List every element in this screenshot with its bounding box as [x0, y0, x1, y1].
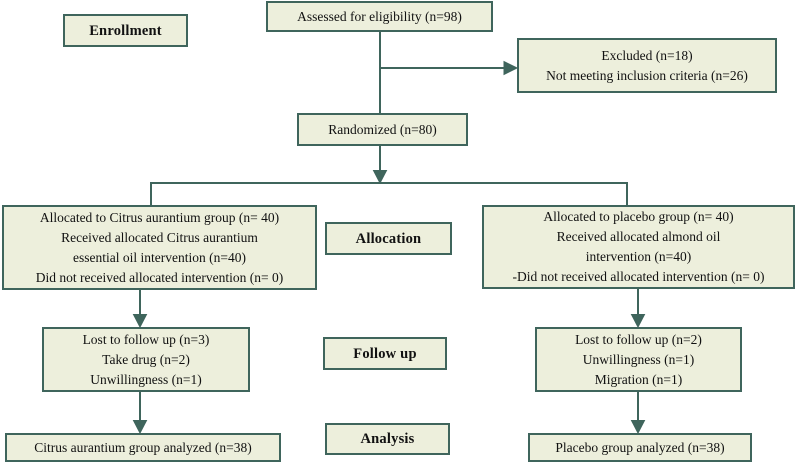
followup-stage-label: Follow up — [353, 345, 417, 362]
analysis-left-text: Citrus aurantium group analyzed (n=38) — [34, 439, 252, 455]
arrowhead-analysis-right — [630, 420, 646, 435]
followup-right-line: Migration (n=1) — [594, 371, 683, 387]
analysis-left-box: Citrus aurantium group analyzed (n=38) — [5, 433, 281, 462]
excluded-line: Not meeting inclusion criteria (n=26) — [546, 67, 748, 83]
allocation-left-line: essential oil intervention (n=40) — [73, 249, 246, 265]
assessed-text: Assessed for eligibility (n=98) — [297, 8, 462, 24]
followup-right-box: Lost to follow up (n=2) Unwillingness (n… — [535, 327, 742, 392]
allocation-stage-label-box: Allocation — [325, 222, 452, 255]
analysis-right-box: Placebo group analyzed (n=38) — [528, 433, 752, 462]
arrowhead-split — [372, 170, 388, 185]
excluded-line: Excluded (n=18) — [601, 47, 693, 63]
arrowhead-followup-right — [630, 314, 646, 329]
arrowhead-analysis-left — [132, 420, 148, 435]
followup-left-line: Take drug (n=2) — [102, 351, 190, 367]
allocation-right-line: intervention (n=40) — [585, 249, 692, 264]
allocation-stage-label: Allocation — [355, 230, 422, 247]
allocation-left-line: Allocated to Citrus aurantium group (n= … — [39, 209, 280, 225]
analysis-stage-label-box: Analysis — [325, 423, 450, 455]
followup-left-box: Lost to follow up (n=3) Take drug (n=2) … — [42, 327, 250, 392]
enrollment-stage-label-box: Enrollment — [63, 14, 188, 47]
allocation-left-box: Allocated to Citrus aurantium group (n= … — [2, 205, 317, 290]
allocation-right-line: Received allocated almond oil — [556, 229, 721, 244]
randomized-text: Randomized (n=80) — [328, 121, 437, 137]
assessed-box: Assessed for eligibility (n=98) — [266, 1, 493, 32]
enrollment-stage-label: Enrollment — [89, 22, 162, 39]
excluded-box: Excluded (n=18) Not meeting inclusion cr… — [517, 38, 777, 93]
followup-left-line: Unwillingness (n=1) — [90, 371, 202, 387]
allocation-left-line: Did not received allocated intervention … — [35, 269, 284, 285]
analysis-stage-label: Analysis — [360, 431, 415, 447]
analysis-right-text: Placebo group analyzed (n=38) — [555, 439, 725, 455]
followup-left-line: Lost to follow up (n=3) — [82, 331, 210, 347]
allocation-right-line: -Did not received allocated intervention… — [512, 269, 765, 284]
randomized-box: Randomized (n=80) — [297, 113, 468, 146]
allocation-right-line: Allocated to placebo group (n= 40) — [543, 209, 734, 224]
followup-stage-label-box: Follow up — [323, 337, 447, 370]
followup-right-line: Unwillingness (n=1) — [582, 351, 695, 367]
arrowhead-excluded — [503, 60, 519, 76]
arrowhead-followup-left — [132, 314, 148, 329]
allocation-left-line: Received allocated Citrus aurantium — [61, 229, 258, 245]
allocation-right-box: Allocated to placebo group (n= 40) Recei… — [482, 205, 795, 289]
followup-right-line: Lost to follow up (n=2) — [575, 331, 702, 347]
